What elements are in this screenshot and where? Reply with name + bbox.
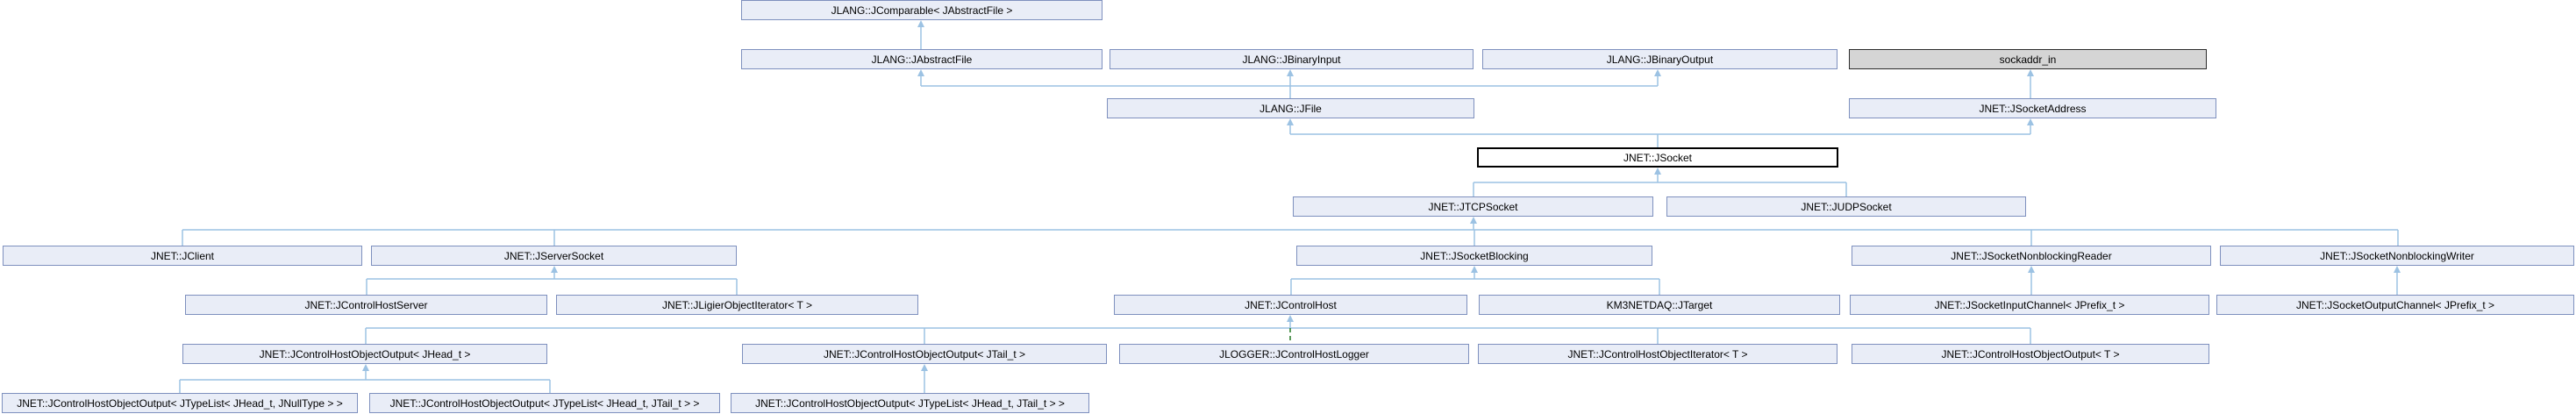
class-node-jabstractfile[interactable]: JLANG::JAbstractFile xyxy=(741,49,1102,69)
class-node-jsocketoutputchannel[interactable]: JNET::JSocketOutputChannel< JPrefix_t > xyxy=(2216,295,2574,315)
class-node-jcontrolhost[interactable]: JNET::JControlHost xyxy=(1114,295,1467,315)
edge-jsocketinputchannel-to-jsocketnonblockingreader xyxy=(2028,266,2035,295)
class-node-jcontrolhostobjectoutput-typelist-tail-2[interactable]: JNET::JControlHostObjectOutput< JTypeLis… xyxy=(731,393,1089,413)
class-node-jsocketnonblockingreader[interactable]: JNET::JSocketNonblockingReader xyxy=(1852,246,2211,266)
class-node-km3netdaq-jtarget[interactable]: KM3NETDAQ::JTarget xyxy=(1479,295,1840,315)
edge-jcontrolhost-jtarget-to-jsocketblocking xyxy=(1290,266,1660,295)
class-node-jcontrolhostobjectiterator[interactable]: JNET::JControlHostObjectIterator< T > xyxy=(1478,344,1837,364)
edge-jsocketoutputchannel-to-jsocketnonblockingwriter xyxy=(2394,266,2401,295)
class-node-jcontrolhostobjectoutput-jtail[interactable]: JNET::JControlHostObjectOutput< JTail_t … xyxy=(742,344,1107,364)
class-node-jserversocket[interactable]: JNET::JServerSocket xyxy=(371,246,737,266)
class-node-jsocketnonblockingwriter[interactable]: JNET::JSocketNonblockingWriter xyxy=(2220,246,2574,266)
class-node-jsocket[interactable]: JNET::JSocket xyxy=(1477,147,1838,168)
edge-typelist-box-to-jtail-output xyxy=(921,364,928,393)
class-node-jcomparable-jabstractfile[interactable]: JLANG::JComparable< JAbstractFile > xyxy=(741,0,1102,20)
class-node-jligierobjectiterator[interactable]: JNET::JLigierObjectIterator< T > xyxy=(556,295,918,315)
edge-jsocketaddress-to-sockaddr-in xyxy=(2027,69,2034,98)
class-node-jcontrolhostobjectoutput-typelist-tail-1[interactable]: JNET::JControlHostObjectOutput< JTypeLis… xyxy=(369,393,720,413)
class-node-judpsocket[interactable]: JNET::JUDPSocket xyxy=(1666,196,2026,217)
class-node-jcontrolhostobjectoutput-jhead[interactable]: JNET::JControlHostObjectOutput< JHead_t … xyxy=(182,344,547,364)
edge-jsocket-to-jfile-jsocketaddress xyxy=(1287,118,2034,147)
class-node-jbinaryoutput[interactable]: JLANG::JBinaryOutput xyxy=(1482,49,1837,69)
class-node-jtcpsocket[interactable]: JNET::JTCPSocket xyxy=(1293,196,1653,217)
edge-typelist-boxes-to-jhead-output xyxy=(179,364,551,393)
class-node-jclient[interactable]: JNET::JClient xyxy=(3,246,362,266)
class-node-sockaddr-in[interactable]: sockaddr_in xyxy=(1849,49,2207,69)
edge-row8-to-jcontrolhost xyxy=(365,315,2031,344)
class-node-jfile[interactable]: JLANG::JFile xyxy=(1107,98,1474,118)
class-node-jcontrolhostobjectoutput-typelist-nulltype[interactable]: JNET::JControlHostObjectOutput< JTypeLis… xyxy=(2,393,358,413)
class-node-jsocketaddress[interactable]: JNET::JSocketAddress xyxy=(1849,98,2216,118)
class-node-jsocketinputchannel[interactable]: JNET::JSocketInputChannel< JPrefix_t > xyxy=(1850,295,2209,315)
edge-jcontrolhostserver-jligier-to-jserversocket xyxy=(366,266,738,295)
edge-jfile-to-jabstractfile-jbinaryinput-jbinaryoutput xyxy=(917,69,1661,98)
class-node-jcontrolhostobjectoutput-t[interactable]: JNET::JControlHostObjectOutput< T > xyxy=(1852,344,2209,364)
edge-jabstractfile-to-jcomparable xyxy=(917,20,924,49)
edge-row6-to-jtcpsocket xyxy=(182,217,2399,246)
class-node-jcontrolhostlogger[interactable]: JLOGGER::JControlHostLogger xyxy=(1119,344,1469,364)
class-node-jsocketblocking[interactable]: JNET::JSocketBlocking xyxy=(1296,246,1652,266)
class-node-jcontrolhostserver[interactable]: JNET::JControlHostServer xyxy=(185,295,547,315)
class-node-jbinaryinput[interactable]: JLANG::JBinaryInput xyxy=(1110,49,1474,69)
edge-jtcpsocket-judpsocket-to-jsocket xyxy=(1473,168,1847,196)
